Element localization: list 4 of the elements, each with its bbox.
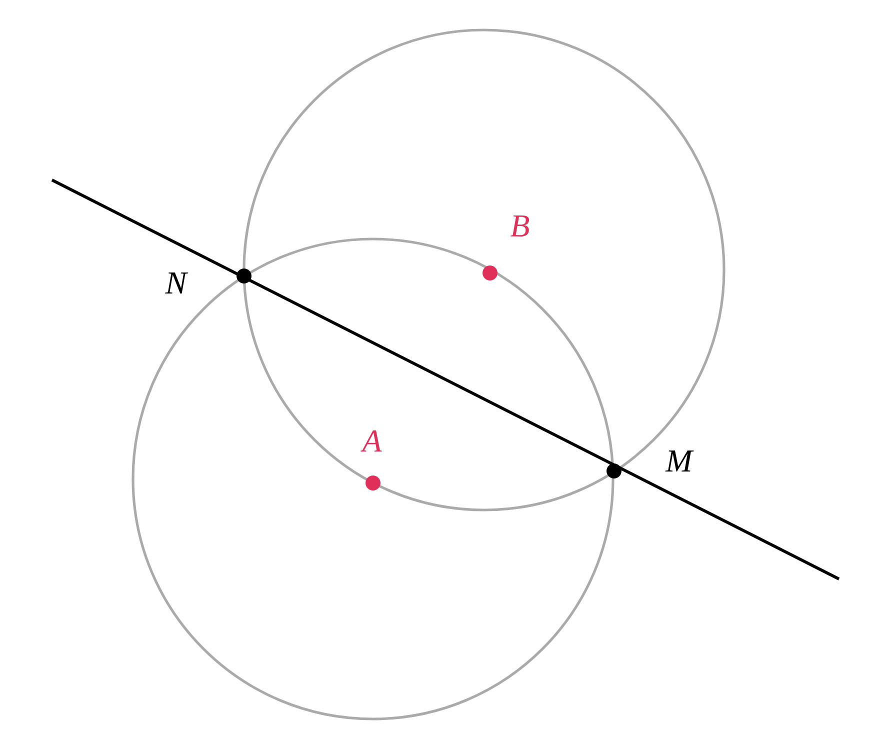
point-label: A [360,430,382,452]
point-label: B [510,215,530,237]
point-label: M [665,450,694,472]
point-label: N [165,272,188,294]
